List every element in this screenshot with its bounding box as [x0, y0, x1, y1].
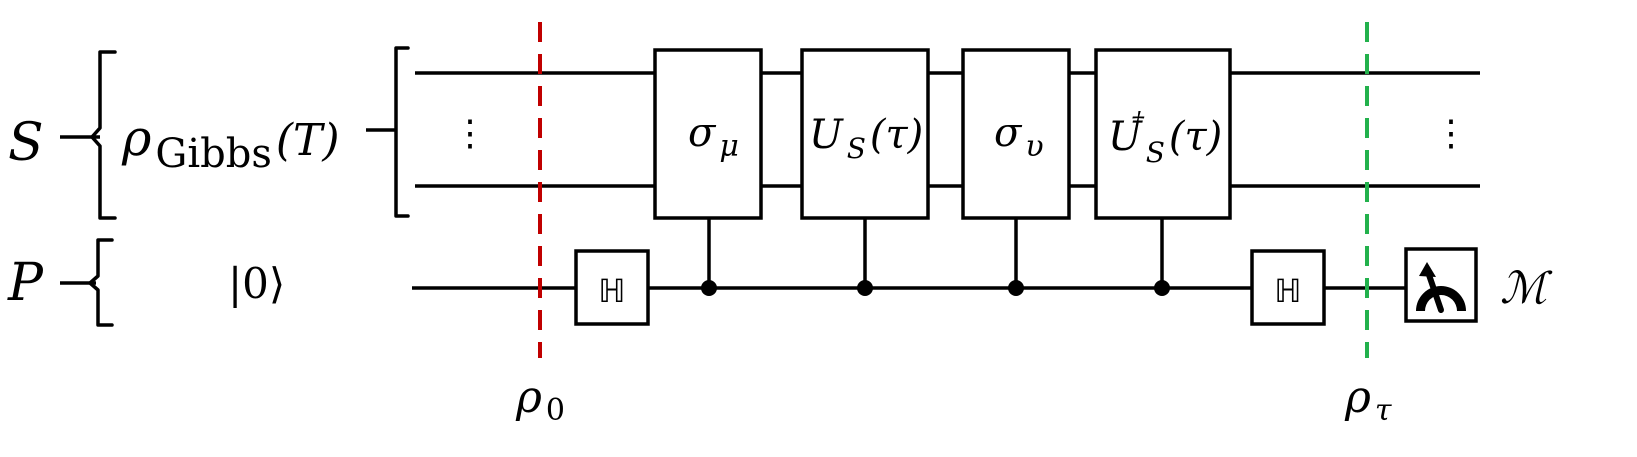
temperature-arg: (T): [276, 115, 340, 166]
svg-text:ρ Gibbs (T): ρ Gibbs (T): [121, 109, 340, 177]
measurement-label: ℳ: [1500, 263, 1553, 314]
measurement-gate: [1404, 247, 1478, 323]
marker-initial-label: ρ 0: [515, 372, 565, 428]
system-bracket: [394, 46, 410, 218]
probe-brace: [88, 238, 114, 327]
gate-u-s: U S (τ): [800, 48, 930, 220]
svg-text:ℍ: ℍ: [598, 272, 625, 310]
svg-text:U S (τ): U S (τ): [809, 112, 923, 165]
probe-register-label: P |0⟩: [7, 238, 285, 327]
control-dot-sigma-mu: [701, 280, 717, 296]
probe-initial-state: |0⟩: [228, 259, 285, 308]
control-dot-sigma-nu: [1008, 280, 1024, 296]
rho-symbol: ρ: [121, 109, 152, 167]
gate-sigma-nu: σ υ: [961, 48, 1071, 220]
marker-final-label: ρ τ: [1344, 372, 1392, 428]
control-links: [701, 218, 1170, 296]
svg-text:σ υ: σ υ: [994, 110, 1044, 164]
gate-sigma-mu: σ μ: [653, 48, 763, 220]
meter-icon: [1416, 286, 1466, 311]
meter-arrow-icon: [1419, 262, 1436, 277]
control-dot-u-s: [857, 280, 873, 296]
gate-hadamard-1: ℍ: [574, 249, 650, 326]
system-brace: [90, 50, 117, 220]
system-label: S: [8, 113, 44, 173]
system-register-label: S: [8, 50, 117, 220]
svg-text:†: †: [1131, 107, 1145, 137]
ellipsis-left: ⋮: [452, 113, 488, 154]
gate-u-s-dagger: † U S (τ): [1094, 48, 1232, 220]
probe-label: P: [7, 253, 44, 313]
svg-text:σ μ: σ μ: [688, 110, 739, 164]
meter-needle-icon: [1425, 269, 1444, 313]
gate-hadamard-2: ℍ: [1250, 249, 1326, 326]
system-initial-state: ρ Gibbs (T): [121, 46, 410, 218]
svg-text:ℍ: ℍ: [1274, 272, 1301, 310]
control-dot-u-s-dagger: [1154, 280, 1170, 296]
ellipsis-right: ⋮: [1433, 113, 1469, 154]
svg-text:U S (τ): U S (τ): [1108, 114, 1222, 169]
gibbs-subscript: Gibbs: [155, 131, 271, 177]
